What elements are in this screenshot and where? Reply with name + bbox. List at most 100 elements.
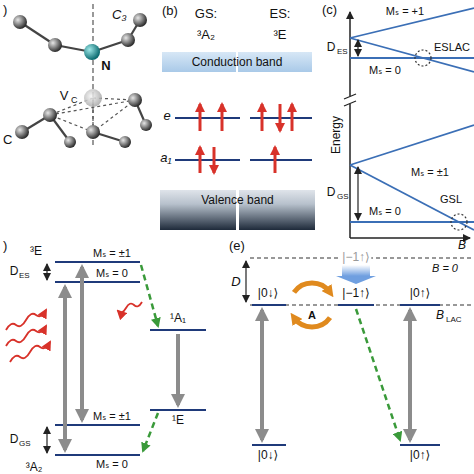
splitting-label: D <box>10 265 19 278</box>
zeeman-line <box>350 38 474 72</box>
subscript: C <box>71 96 78 106</box>
lattice-bonds <box>20 20 146 142</box>
conduction-band: Conduction band <box>162 52 312 72</box>
ket-label: |0↑⟩ <box>410 449 430 462</box>
orbital-level <box>175 159 240 161</box>
carbon-atom <box>128 93 142 107</box>
field-level <box>250 258 474 305</box>
orbital-level <box>250 159 312 161</box>
axis-break <box>344 94 356 99</box>
splitting-arrow <box>357 40 358 220</box>
spin-label: Mₛ = ±1 <box>411 166 449 178</box>
spin-level <box>338 304 374 306</box>
energy-level <box>55 424 140 426</box>
electron-spin-arrow <box>291 104 294 131</box>
carbon-atom <box>121 33 135 47</box>
splitting-label: D <box>327 41 336 54</box>
ket-label: |−1↑⟩ <box>340 251 371 264</box>
state-label: GS: <box>195 7 217 21</box>
axis-label: Energy <box>330 116 343 154</box>
subscript: LAC <box>446 316 462 325</box>
field-label: B = 0 <box>432 262 458 274</box>
subscript: GS <box>19 440 31 449</box>
mixing-arrow <box>294 283 330 292</box>
anticrossing-circle <box>415 50 431 66</box>
vacancy-site <box>84 89 102 107</box>
anticrossing-label: ESLAC <box>434 41 470 53</box>
energy-level <box>150 409 206 411</box>
zeeman-line <box>350 221 474 223</box>
axis-break <box>344 101 356 106</box>
laser-excitation <box>6 326 46 346</box>
atom-label: N <box>101 59 110 73</box>
splitting-arrow <box>46 264 47 453</box>
field-level <box>250 304 474 305</box>
carbon-atom <box>133 13 147 27</box>
ket-label: |0↓⟩ <box>258 449 278 462</box>
spin-label: Mₛ = 0 <box>369 205 401 217</box>
atom-label: V <box>60 89 69 103</box>
nitrogen-atom <box>84 44 100 60</box>
axis-label: B <box>458 239 466 252</box>
symmetry-axis-label: C₃ <box>112 8 127 22</box>
field-shift-arrow <box>336 265 376 284</box>
panel-label: ) <box>3 239 7 253</box>
optical-transition <box>260 310 264 440</box>
electron-spin-arrow <box>274 147 277 173</box>
zeeman-line <box>350 57 474 59</box>
orbital-level <box>175 117 240 119</box>
state-label: ³E <box>30 245 42 258</box>
energy-level <box>55 261 140 263</box>
panel-label: (b) <box>162 4 178 18</box>
splitting-arrow <box>357 167 358 220</box>
optical-transition <box>176 334 180 405</box>
plot-axis <box>350 237 470 239</box>
zeeman-line <box>350 165 474 230</box>
anticrossing-label: GSL <box>440 193 462 205</box>
electron-spin-arrow <box>221 104 224 131</box>
plot-axis <box>349 12 351 238</box>
splitting-label: D <box>327 186 336 199</box>
spin-label: Mₛ = 0 <box>369 64 401 76</box>
subscript: GS <box>337 193 349 202</box>
anticrossing-circle <box>451 214 467 230</box>
energy-level <box>150 329 206 331</box>
subscript: ES <box>19 272 30 281</box>
band-label: Conduction band <box>192 55 283 69</box>
atom-label: C <box>3 133 12 147</box>
field-shift-arrow <box>336 276 376 284</box>
spin-label: Mₛ = +1 <box>386 5 424 17</box>
field-shift-arrow <box>342 265 370 276</box>
state-label: ³A₂ <box>26 461 43 474</box>
electron-spin-arrow <box>261 104 264 131</box>
state-label: ES: <box>270 7 291 21</box>
spin-level <box>400 444 440 446</box>
anticrossing-circle <box>415 50 467 230</box>
ket-label: |−1↑⟩ <box>342 287 369 300</box>
carbon-atom <box>86 125 100 139</box>
laser-excitation <box>6 302 142 362</box>
axis-break <box>343 96 357 104</box>
optical-transition <box>408 310 412 440</box>
optical-transition <box>80 267 84 420</box>
electron-spin-arrow <box>199 104 202 131</box>
mixing-label: A <box>308 309 316 321</box>
carbon-atom <box>13 13 152 148</box>
carbon-atom <box>64 136 76 148</box>
carbon-atom <box>13 15 27 29</box>
panel-label: (e) <box>229 239 245 253</box>
orbital-label: a₁ <box>160 151 171 165</box>
state-label: ¹A₁ <box>170 312 186 325</box>
splitting-label: D <box>231 275 240 289</box>
intersystem-crossing <box>141 265 158 451</box>
zeeman-line <box>350 125 474 165</box>
laser-excitation <box>6 310 46 330</box>
state-label: ¹E <box>172 414 184 427</box>
splitting-arrow <box>245 261 246 302</box>
optical-transition <box>63 287 67 450</box>
electron-spin-arrow <box>200 104 292 173</box>
band-label: Valence band <box>201 193 274 207</box>
splitting-label: D <box>10 433 19 446</box>
axis-break <box>344 94 356 106</box>
